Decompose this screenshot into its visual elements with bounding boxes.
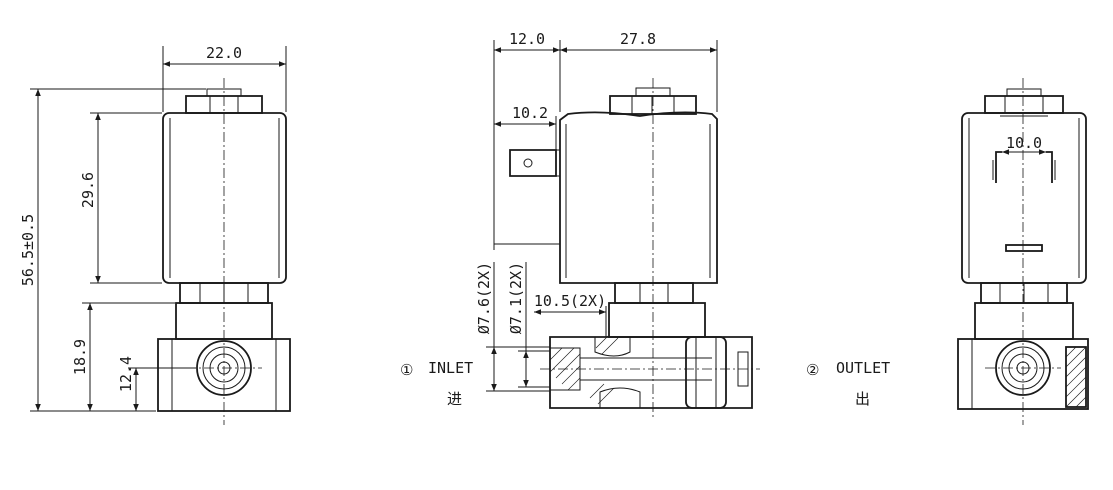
rear-port — [995, 340, 1051, 396]
outlet-number: ② — [806, 361, 819, 379]
outlet-label: OUTLET — [836, 359, 890, 377]
outlet-section-hatch — [1065, 346, 1087, 408]
side-lower-nut — [614, 282, 694, 304]
dim-coil-height: 29.6 — [79, 172, 97, 208]
dim-terminal-offset: 12.0 — [509, 30, 545, 48]
side-coil-body — [559, 111, 718, 284]
rear-terminal-right — [1046, 151, 1053, 183]
dim-port-height: 12.4 — [117, 356, 135, 392]
dim-overall-height: 56.5±0.5 — [19, 214, 37, 286]
outlet-label-group: ② OUTLET 出 — [806, 359, 890, 408]
dim-port-inner: Ø7.1(2X) — [507, 262, 525, 334]
rear-top-nut — [984, 95, 1064, 114]
dim-port-depth: 10.5(2X) — [534, 292, 606, 310]
dim-terminal-spacing: 10.0 — [1006, 134, 1042, 152]
front-port — [196, 340, 252, 396]
front-coil-body — [162, 112, 287, 284]
side-outlet-fitting — [685, 336, 727, 409]
inlet-cn: 进 — [447, 390, 462, 408]
dim-base-height: 18.9 — [71, 339, 89, 375]
rear-terminal-left — [995, 151, 1002, 183]
rear-view: 10.0 — [957, 78, 1089, 425]
dim-terminal-width: 10.2 — [512, 104, 548, 122]
inlet-number: ① — [400, 361, 413, 379]
side-terminal — [509, 149, 557, 177]
rear-slot — [1005, 244, 1043, 252]
dim-coil-depth: 27.8 — [620, 30, 656, 48]
inlet-section-hatch — [549, 335, 619, 405]
side-view: 12.0 27.8 10.2 Ø7.6(2X) Ø7.1(2X) 10.5(2X… — [400, 30, 760, 420]
inlet-label: INLET — [428, 359, 473, 377]
dim-front-width: 22.0 — [206, 44, 242, 62]
front-view: 22.0 56.5±0.5 29.6 18.9 12.4 — [19, 44, 291, 425]
outlet-cn: 出 — [855, 390, 870, 408]
dim-port-outer: Ø7.6(2X) — [475, 262, 493, 334]
